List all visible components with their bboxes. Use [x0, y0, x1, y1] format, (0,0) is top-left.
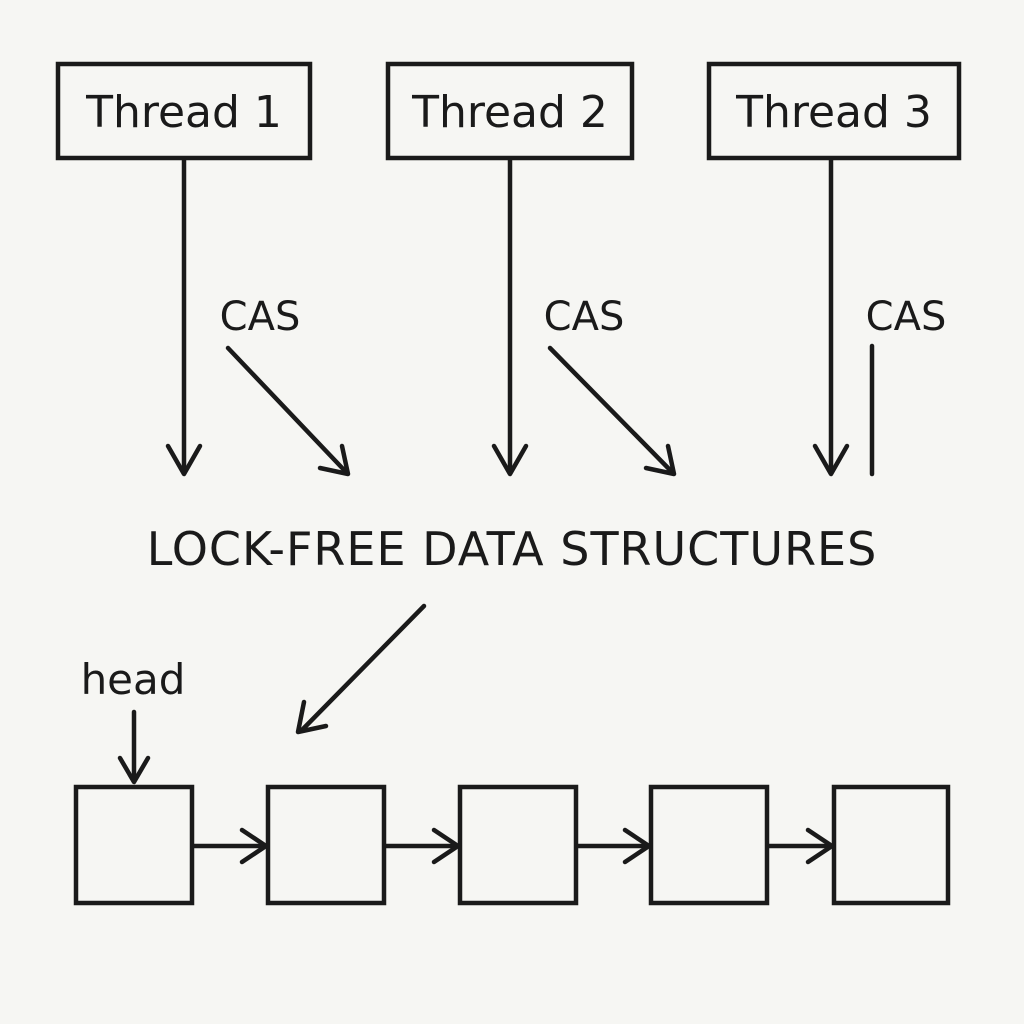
- list-link-4-head: [805, 827, 835, 865]
- thread-2: Thread 2 CAS: [385, 61, 677, 477]
- thread-1-cas-arrow-head: [317, 443, 351, 477]
- thread-2-cas-arrow: [547, 345, 675, 475]
- thread-3-arrow-head: [812, 443, 850, 477]
- thread-1-box: [55, 61, 313, 161]
- list-node-5: [831, 784, 951, 906]
- list-link-2-head: [431, 827, 461, 865]
- head-label: head: [81, 655, 186, 704]
- thread-3-label: Thread 3: [735, 87, 932, 138]
- title-to-list-arrow: [299, 603, 427, 733]
- list-node-2: [265, 784, 387, 906]
- thread-2-cas-arrow-head: [643, 443, 677, 477]
- thread-3-box: [706, 61, 962, 161]
- thread-2-box: [385, 61, 635, 161]
- list-link-1-head: [239, 827, 269, 865]
- thread-2-cas-label: CAS: [544, 294, 625, 340]
- thread-1-cas-arrow: [225, 345, 349, 475]
- thread-1: Thread 1 CAS: [55, 61, 351, 477]
- thread-1-cas-label: CAS: [220, 294, 301, 340]
- thread-1-label: Thread 1: [85, 87, 282, 138]
- title-to-list-arrow-head: [295, 699, 329, 735]
- head-pointer-arrow-head: [117, 755, 151, 785]
- thread-2-label: Thread 2: [411, 87, 608, 138]
- list-node-4: [648, 784, 770, 906]
- list-node-3: [457, 784, 579, 906]
- thread-3-cas-label: CAS: [866, 294, 947, 340]
- list-node-1: [73, 784, 195, 906]
- list-link-3-head: [622, 827, 652, 865]
- linked-list: [73, 784, 951, 906]
- thread-1-arrow-head: [165, 443, 203, 477]
- thread-2-arrow-head: [491, 443, 529, 477]
- thread-3: Thread 3 CAS: [706, 61, 962, 477]
- diagram-title: LOCK-FREE DATA STRUCTURES: [147, 522, 878, 576]
